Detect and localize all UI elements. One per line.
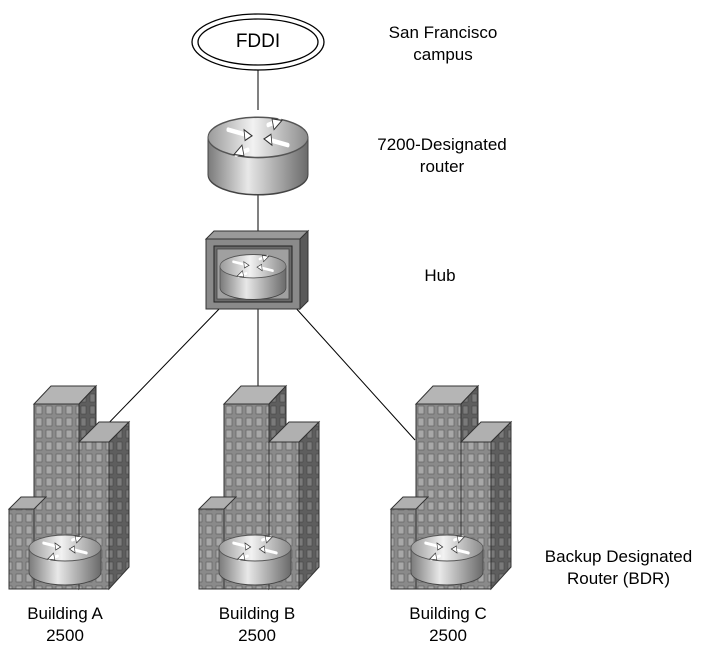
building-c-model: 2500 (429, 626, 467, 645)
campus-label: San Francisco campus (358, 22, 528, 66)
building-a-router-icon (27, 533, 103, 587)
building-a-icon (8, 385, 130, 590)
building-b-name: Building B (218, 604, 296, 623)
bdr-label-line1: Backup Designated (544, 547, 693, 566)
building-c-router-icon (409, 533, 485, 587)
building-a-model: 2500 (46, 626, 84, 645)
hub-icon (204, 229, 310, 311)
campus-label-line2: campus (413, 45, 473, 64)
router-label-line2: router (419, 157, 465, 176)
building-c-label: Building C 2500 (383, 603, 513, 647)
router-label: 7200-Designated router (352, 134, 532, 178)
link-hub-building-a (99, 305, 223, 433)
building-a-label: Building A 2500 (0, 603, 130, 647)
link-hub-building-c (293, 305, 416, 441)
building-b-model: 2500 (238, 626, 276, 645)
bdr-label-line2: Router (BDR) (567, 569, 670, 588)
fddi-label: FDDI (235, 31, 281, 52)
bdr-label: Backup Designated Router (BDR) (524, 546, 713, 590)
building-c-name: Building C (409, 604, 487, 623)
building-b-router-icon (217, 533, 293, 587)
building-b-label: Building B 2500 (192, 603, 322, 647)
router-label-line1: 7200-Designated (377, 135, 507, 154)
building-c-icon (390, 385, 512, 590)
campus-label-line1: San Francisco (388, 23, 498, 42)
building-b-icon (198, 385, 320, 590)
designated-router-icon (208, 117, 308, 195)
building-a-name: Building A (27, 604, 103, 623)
fddi-ring-icon (191, 13, 325, 71)
hub-label: Hub (424, 266, 456, 285)
